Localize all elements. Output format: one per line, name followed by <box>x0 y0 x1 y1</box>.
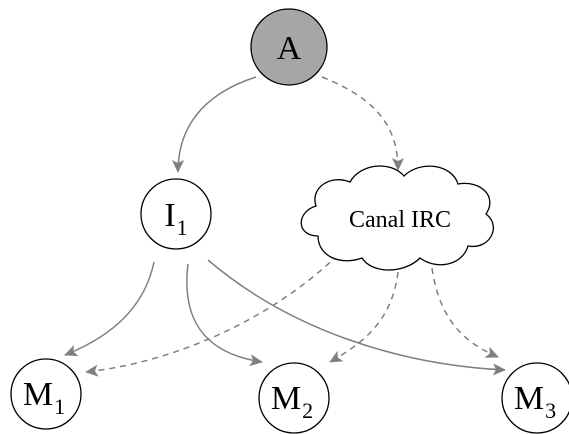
edge-intermediate-to-machine2 <box>186 263 263 367</box>
node-machine1-sub: 1 <box>54 394 65 419</box>
node-source-label: A <box>277 30 302 67</box>
node-channel-label: Canal IRC <box>349 207 451 233</box>
node-source-circle <box>250 8 328 86</box>
node-machine3-label: M <box>514 380 544 417</box>
node-machine1-circle <box>10 358 82 430</box>
edge-channel-to-machine1 <box>85 254 339 377</box>
node-machine2-text: M2 <box>271 380 313 423</box>
node-machine1-text: M1 <box>23 376 65 419</box>
edge-source-to-intermediate <box>172 76 257 173</box>
edge-source-to-channel <box>321 76 404 171</box>
node-machine2-sub: 2 <box>302 398 313 423</box>
node-intermediate-text: I1 <box>164 197 187 240</box>
node-intermediate-label: I <box>164 197 175 234</box>
node-machine3-text: M3 <box>514 380 556 423</box>
node-machine3-circle <box>501 362 569 434</box>
edge-channel-to-machine3 <box>431 267 499 358</box>
node-machine2-label: M <box>271 380 301 417</box>
node-machine2-circle <box>258 362 330 434</box>
node-intermediate: I1 <box>140 178 212 250</box>
edge-channel-to-machine2 <box>329 271 399 363</box>
node-machine3-sub: 3 <box>545 398 556 423</box>
node-machine1-label: M <box>23 376 53 413</box>
edges-group <box>64 76 506 377</box>
edge-intermediate-to-machine3 <box>207 259 506 376</box>
node-intermediate-circle <box>140 178 212 250</box>
node-machine2: M2 <box>258 362 330 434</box>
node-channel: Canal IRC <box>300 165 494 271</box>
edge-intermediate-to-machine1 <box>64 261 155 357</box>
node-source: A <box>250 8 328 86</box>
node-machine3: M3 <box>501 362 569 434</box>
node-channel-cloud <box>300 165 494 271</box>
node-intermediate-sub: 1 <box>177 215 188 240</box>
node-machine1: M1 <box>10 358 82 430</box>
